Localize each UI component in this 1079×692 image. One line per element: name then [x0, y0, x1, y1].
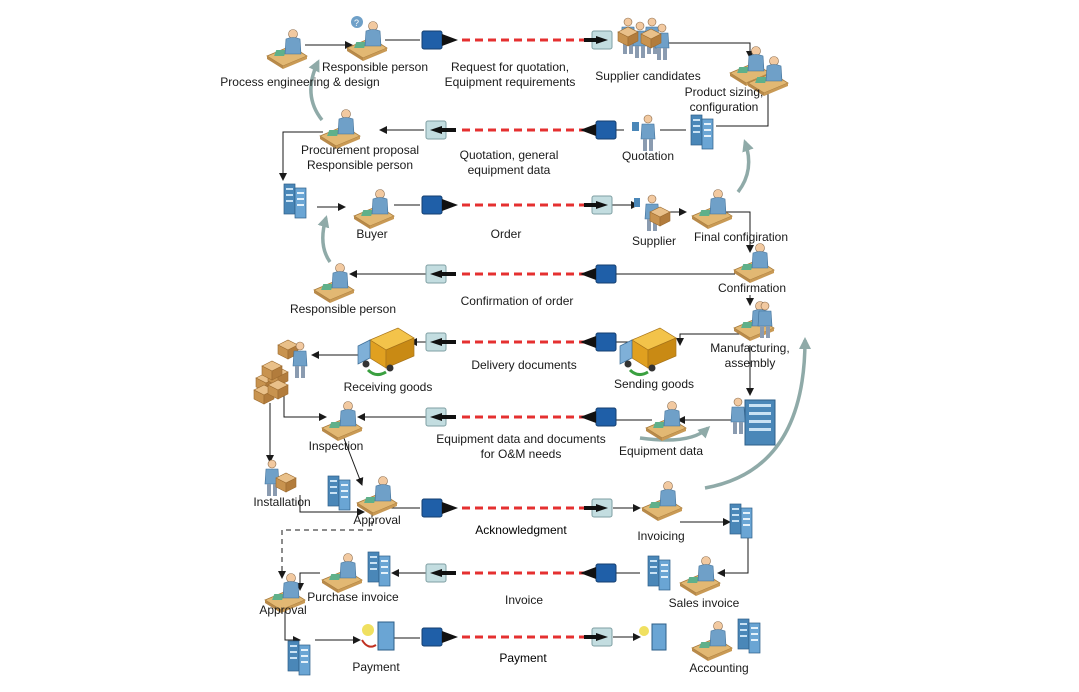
label-inspection: Inspection — [309, 439, 364, 453]
send-box-confirmation — [580, 264, 617, 284]
process-engineer-icon — [266, 29, 308, 70]
label-supplier: Supplier — [632, 234, 676, 248]
label-confirmation-of-order: Confirmation of order — [461, 294, 574, 308]
receive-box-delivery — [425, 332, 456, 352]
label-rfq-1: Request for quotation, — [451, 60, 569, 74]
label-equipment-docs-1: Equipment data and documents — [436, 432, 605, 446]
installation-icon — [264, 459, 297, 497]
confirmation-icon — [733, 243, 775, 284]
label-responsible-person-2: Responsible person — [290, 302, 396, 316]
label-payment: Payment — [499, 651, 547, 665]
label-sending-goods: Sending goods — [614, 377, 694, 391]
send-box-order — [421, 195, 458, 215]
label-receiving-goods: Receiving goods — [344, 380, 433, 394]
equipment-data-icon — [645, 401, 687, 442]
supplier-icon — [634, 194, 671, 232]
accounting-icon — [639, 618, 761, 662]
server-icon — [690, 114, 714, 150]
responsible-person-icon — [346, 21, 388, 62]
label-procurement-1: Procurement proposal — [301, 143, 419, 157]
server-cabinet-icon — [730, 397, 776, 446]
label-process-engineering: Process engineering & design — [220, 75, 379, 89]
question-bubble-icon: ? — [351, 16, 363, 28]
node-labels: Process engineering & design Responsible… — [220, 60, 789, 675]
label-equipment-data-node: Equipment data — [619, 444, 703, 458]
receive-box-order — [584, 195, 613, 215]
send-box-equipment-docs — [580, 407, 617, 427]
purchase-invoice-icon — [321, 551, 391, 594]
label-invoicing: Invoicing — [637, 529, 684, 543]
receive-box-acknowledgment — [584, 498, 613, 518]
label-sales-invoice: Sales invoice — [669, 596, 740, 610]
label-approval-2: Approval — [259, 603, 306, 617]
receiving-truck-icon — [356, 326, 416, 377]
label-responsible-person: Responsible person — [322, 60, 428, 74]
label-quotation-1: Quotation, general — [460, 148, 559, 162]
label-final-configuration: Final configiration — [694, 230, 788, 244]
label-acknowledgment: Acknowledgment — [475, 523, 567, 537]
receive-box-equipment-docs — [425, 407, 456, 427]
receive-box-confirmation — [425, 264, 456, 284]
label-order: Order — [491, 227, 522, 241]
label-accounting: Accounting — [689, 661, 748, 675]
node-icons: ? — [253, 16, 789, 676]
flow-connectors — [266, 39, 769, 644]
label-manufacturing-2: assembly — [725, 356, 776, 370]
message-lines — [462, 38, 584, 639]
send-box-acknowledgment — [421, 498, 458, 518]
label-product-sizing-1: Product sizing, — [685, 85, 764, 99]
buyer-icon — [353, 189, 395, 230]
label-supplier-candidates: Supplier candidates — [595, 69, 700, 83]
label-buyer: Buyer — [356, 227, 387, 241]
receive-box-rfq — [584, 30, 613, 50]
manufacturing-icon — [733, 301, 775, 342]
label-installation: Installation — [253, 495, 310, 509]
send-box-invoice — [580, 563, 617, 583]
quotation-person-icon — [632, 114, 656, 152]
label-confirmation: Confirmation — [718, 281, 786, 295]
receive-box-invoice — [425, 563, 456, 583]
receive-box-payment — [584, 627, 613, 647]
server-icon — [283, 183, 307, 219]
label-quotation-node: Quotation — [622, 149, 674, 163]
final-configuration-icon — [691, 189, 733, 230]
feedback-arrows — [308, 59, 811, 490]
boxes-pile-icon — [253, 360, 289, 405]
inspection-icon — [321, 401, 363, 442]
label-manufacturing-1: Manufacturing, — [710, 341, 789, 355]
send-box-rfq — [421, 30, 458, 50]
receive-box-quotation — [425, 120, 456, 140]
server-icon — [729, 503, 753, 539]
label-product-sizing-2: configuration — [690, 100, 759, 114]
label-payment-node: Payment — [352, 660, 400, 674]
label-delivery-documents: Delivery documents — [471, 358, 576, 372]
responsible-person-icon — [313, 263, 355, 304]
invoicing-icon — [641, 481, 683, 522]
payment-icon — [361, 621, 395, 651]
sending-truck-icon — [618, 326, 678, 377]
label-approval-1: Approval — [353, 513, 400, 527]
label-purchase-invoice: Purchase invoice — [307, 590, 399, 604]
message-endpoints — [421, 30, 617, 647]
label-procurement-2: Responsible person — [307, 158, 413, 172]
send-box-payment — [421, 627, 458, 647]
label-invoice: Invoice — [505, 593, 543, 607]
message-labels: Request for quotation, Equipment require… — [436, 60, 605, 665]
approval-icon — [327, 475, 398, 517]
server-icon — [287, 640, 311, 676]
svg-text:?: ? — [354, 18, 359, 28]
send-box-delivery — [580, 332, 617, 352]
label-equipment-docs-2: for O&M needs — [481, 447, 562, 461]
label-rfq-2: Equipment requirements — [445, 75, 576, 89]
sales-invoice-icon — [647, 555, 721, 597]
supplier-candidates-icon — [617, 17, 670, 61]
label-quotation-2: equipment data — [468, 163, 551, 177]
send-box-quotation — [580, 120, 617, 140]
